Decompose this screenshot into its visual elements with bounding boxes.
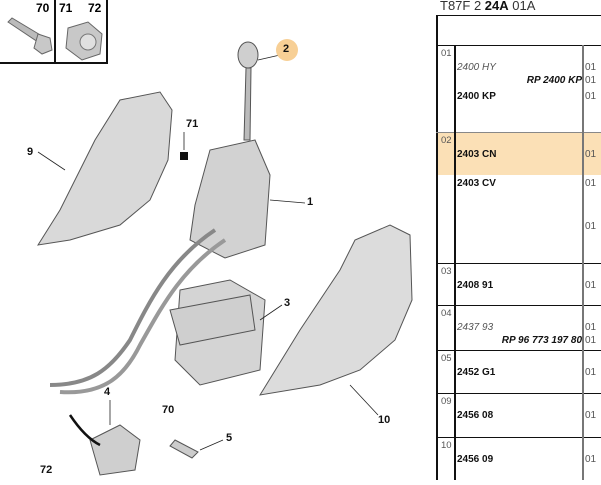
exploded-view-drawing (36, 39, 413, 476)
part-10-cover (258, 224, 413, 396)
row-number: 02 (441, 135, 452, 146)
qty: 01 (585, 62, 597, 73)
part-4-bracket (89, 424, 141, 476)
row-number: 04 (441, 308, 452, 319)
qty: 01 (585, 149, 597, 160)
qty: 01 (585, 178, 597, 189)
column-divider-num (454, 45, 456, 480)
table-row-02[interactable]: 02 2403 CN 01 2403 CV 01 01 (436, 132, 601, 263)
legend-label-71: 71 (59, 1, 73, 15)
callout-3[interactable]: 3 (284, 297, 291, 309)
part-ref: 2403 CV (457, 178, 496, 189)
qty: 01 (585, 75, 597, 86)
callout-70[interactable]: 70 (162, 404, 175, 416)
legend-divider (54, 0, 56, 62)
callout-4[interactable]: 4 (104, 386, 111, 398)
legend-label-72: 72 (88, 1, 102, 15)
row-number: 10 (441, 440, 452, 451)
callout-72[interactable]: 72 (40, 464, 53, 476)
table-row-04[interactable]: 04 2437 93 01 RP 96 773 197 80 01 (436, 305, 601, 350)
highlighted-row-bg (438, 132, 601, 175)
part-9-shield (36, 91, 173, 246)
title-prefix: T87F 2 (440, 0, 485, 13)
parts-table: T87F 2 24A 01A 01 2400 HY 01 RP 2400 KP … (436, 0, 601, 480)
callout-1[interactable]: 1 (307, 196, 314, 208)
row-number: 03 (441, 266, 452, 277)
part-ref: 2408 91 (457, 280, 494, 291)
replacement-ref: RP 2400 KP (526, 75, 582, 86)
table-header-row (436, 15, 601, 45)
parts-diagram: 2 71 9 1 3 10 4 70 5 72 (27, 39, 413, 476)
title-bold: 24A (484, 0, 509, 13)
table-row-10[interactable]: 10 2456 09 01 (436, 437, 601, 480)
table-row-01[interactable]: 01 2400 HY 01 RP 2400 KP 01 2400 KP 01 (436, 45, 601, 132)
qty: 01 (585, 280, 597, 291)
title-suffix: 01A (508, 0, 536, 13)
callout-71[interactable]: 71 (186, 118, 199, 130)
part-71-nut (180, 152, 188, 160)
part-5-clip (169, 439, 199, 459)
part-ref: 2403 CN (457, 149, 497, 160)
table-title: T87F 2 24A 01A (440, 0, 535, 13)
table-row-09[interactable]: 09 2456 08 01 (436, 393, 601, 437)
callout-9[interactable]: 9 (27, 146, 34, 158)
callout-5[interactable]: 5 (226, 432, 233, 444)
fastener-legend: 70 71 72 (0, 0, 108, 64)
qty: 01 (585, 221, 597, 232)
replacement-ref: RP 96 773 197 80 (501, 335, 582, 346)
table-row-05[interactable]: 05 2452 G1 01 (436, 350, 601, 393)
callout-2[interactable]: 2 (283, 43, 290, 55)
table-row-03[interactable]: 03 2408 91 01 (436, 263, 601, 305)
part-2-knob (237, 41, 259, 69)
qty: 01 (585, 335, 597, 346)
row-number: 05 (441, 353, 452, 364)
column-divider-qty (582, 45, 584, 480)
part-ref: 2437 93 (457, 322, 494, 333)
qty: 01 (585, 454, 597, 465)
qty: 01 (585, 367, 597, 378)
bolt-and-nut-icon (7, 17, 103, 61)
part-ref: 2400 HY (457, 62, 496, 73)
part-ref: 2456 08 (457, 410, 494, 421)
part-ref: 2400 KP (457, 91, 496, 102)
part-ref: 2456 09 (457, 454, 494, 465)
row-number: 01 (441, 48, 452, 59)
qty: 01 (585, 322, 597, 333)
table-border-left (436, 15, 438, 480)
row-number: 09 (441, 396, 452, 407)
legend-label-70: 70 (36, 1, 50, 15)
qty: 01 (585, 91, 597, 102)
callout-10[interactable]: 10 (378, 414, 391, 426)
qty: 01 (585, 410, 597, 421)
part-ref: 2452 G1 (457, 367, 496, 378)
